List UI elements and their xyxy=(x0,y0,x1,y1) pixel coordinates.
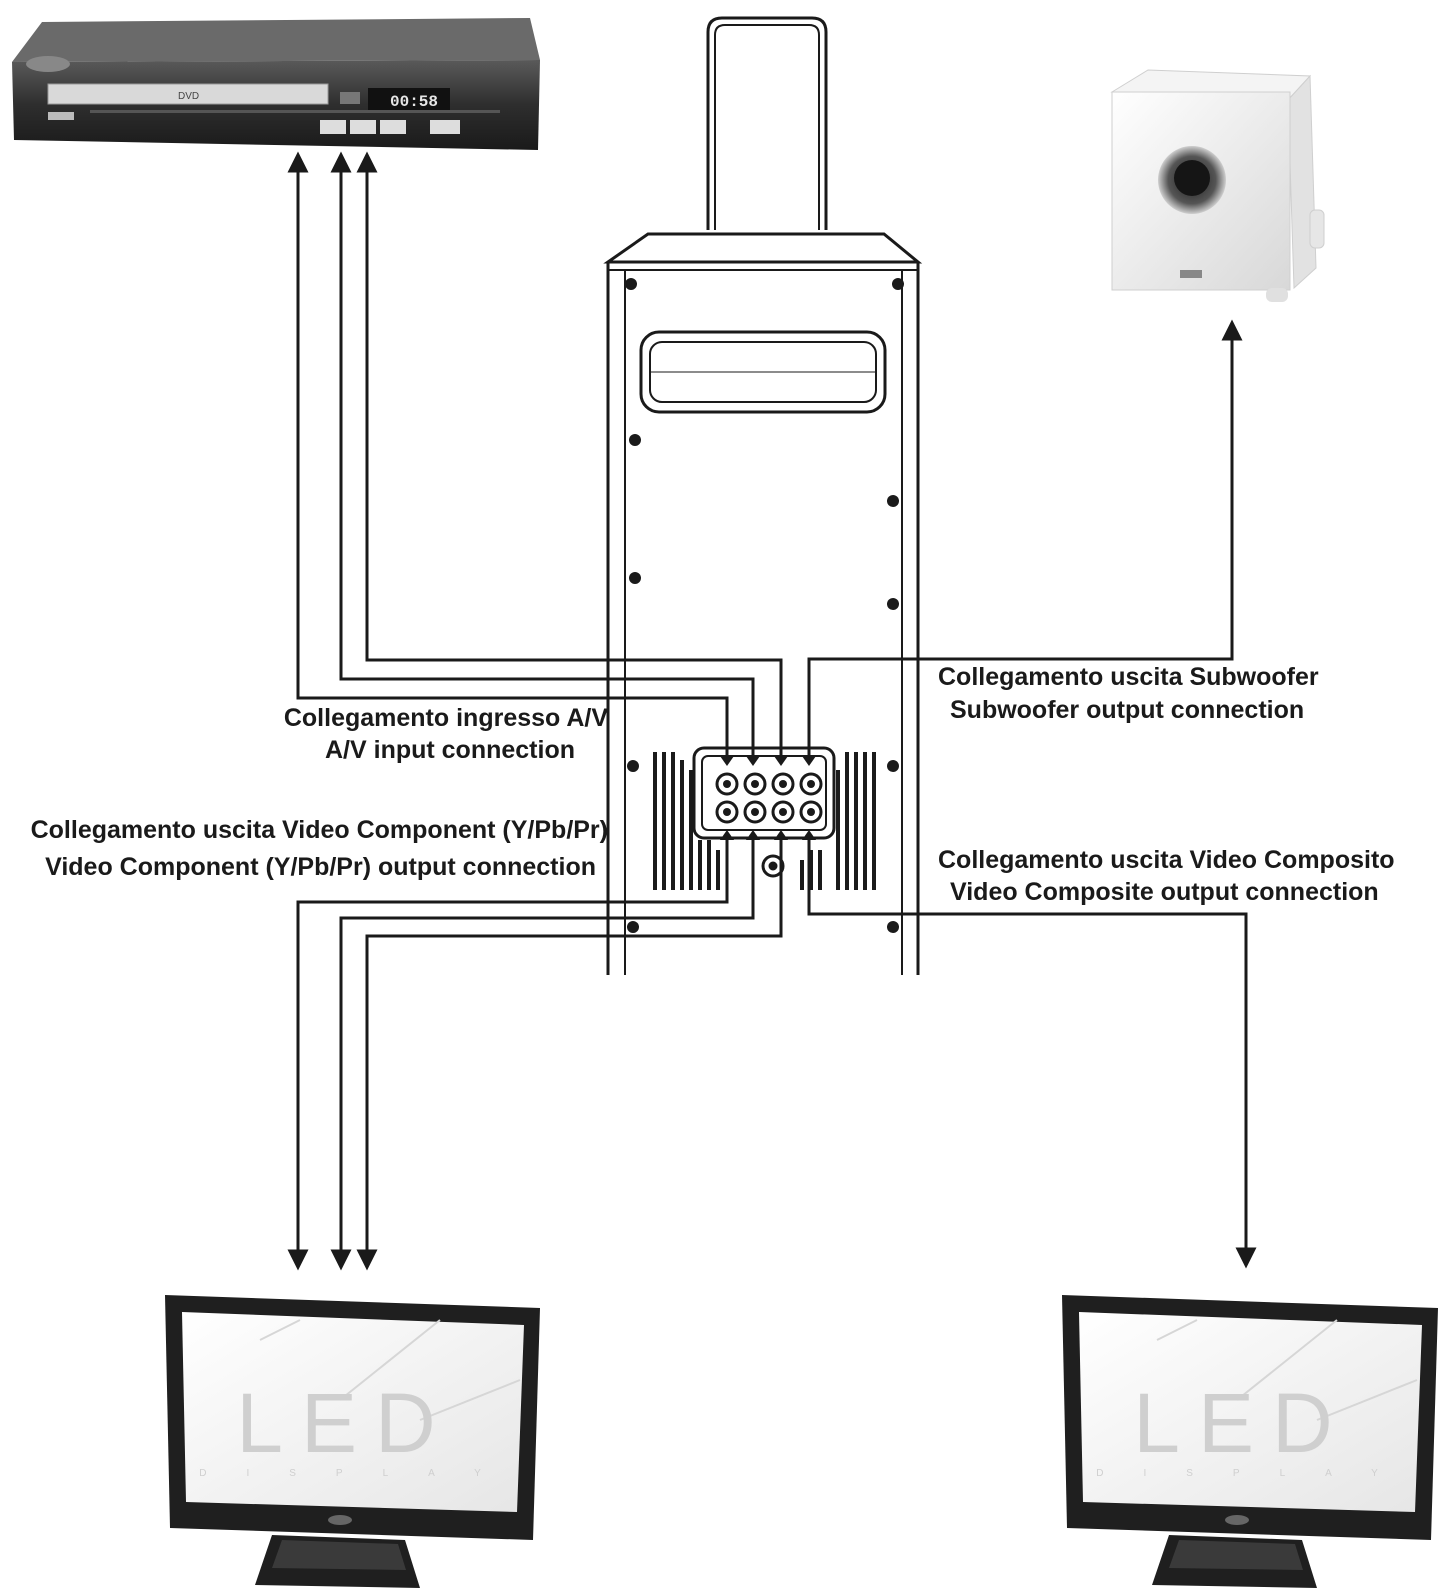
tv-subtitle: DISPLAY xyxy=(199,1468,521,1479)
subwoofer-wire xyxy=(807,319,1243,758)
component-wire-2 xyxy=(330,840,755,1271)
dvd-tray-label: DVD xyxy=(178,91,199,102)
composite-label-it: Collegamento uscita Video Composito xyxy=(938,846,1395,874)
led-tv-icon: LED DISPLAY xyxy=(1062,1295,1438,1588)
composite-wire xyxy=(807,840,1257,1269)
component-label-it: Collegamento uscita Video Component (Y/P… xyxy=(31,816,608,844)
dvd-display: 00:58 xyxy=(390,93,438,111)
av-wire-2 xyxy=(330,151,755,758)
subwoofer-label-en: Subwoofer output connection xyxy=(950,696,1304,724)
led-tv-icon: LED DISPLAY xyxy=(165,1295,540,1588)
dvd-player-icon: DVD 00:58 xyxy=(12,18,540,150)
av-input-label-en: A/V input connection xyxy=(325,736,575,764)
tv-subtitle: DISPLAY xyxy=(1096,1468,1418,1479)
labels: Collegamento ingresso A/V A/V input conn… xyxy=(31,663,1395,906)
av-wire-3 xyxy=(356,151,783,758)
subwoofer-icon xyxy=(1110,69,1325,302)
av-input-label-it: Collegamento ingresso A/V xyxy=(284,704,608,732)
tv-logo: LED xyxy=(1133,1376,1350,1470)
component-wire-1 xyxy=(287,840,729,1271)
speaker-tower-icon xyxy=(603,16,923,975)
component-label-en: Video Component (Y/Pb/Pr) output connect… xyxy=(45,853,596,881)
av-wire-1 xyxy=(287,151,729,758)
composite-label-en: Video Composite output connection xyxy=(950,878,1379,906)
subwoofer-label-it: Collegamento uscita Subwoofer xyxy=(938,663,1319,691)
connection-wires xyxy=(287,151,1257,1271)
tv-logo: LED xyxy=(236,1376,453,1470)
component-wire-3 xyxy=(356,840,783,1271)
